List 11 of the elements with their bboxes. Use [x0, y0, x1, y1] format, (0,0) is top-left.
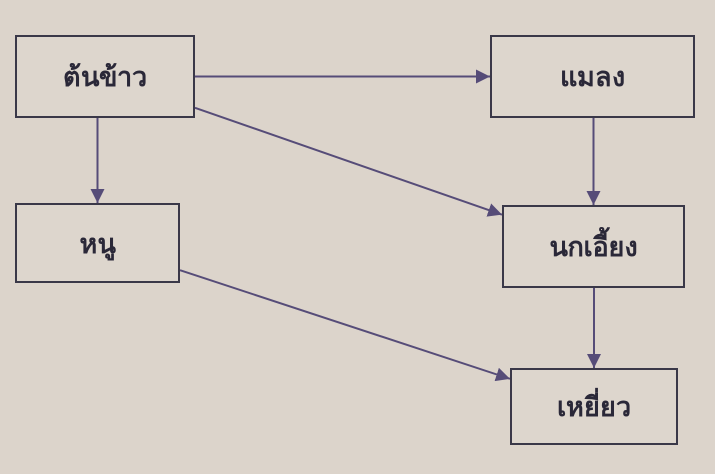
process-box: ต้นข้าว: [15, 35, 195, 118]
arrow: [586, 118, 600, 205]
process-box: หนู: [15, 203, 180, 283]
process-box: แมลง: [490, 35, 695, 118]
arrow: [194, 106, 502, 217]
arrow: [180, 269, 510, 382]
process-box: เหยี่ยว: [510, 368, 678, 445]
arrow: [587, 288, 601, 368]
arrow: [90, 118, 104, 203]
process-box: นกเอี้ยง: [502, 205, 685, 288]
arrow: [195, 70, 490, 84]
